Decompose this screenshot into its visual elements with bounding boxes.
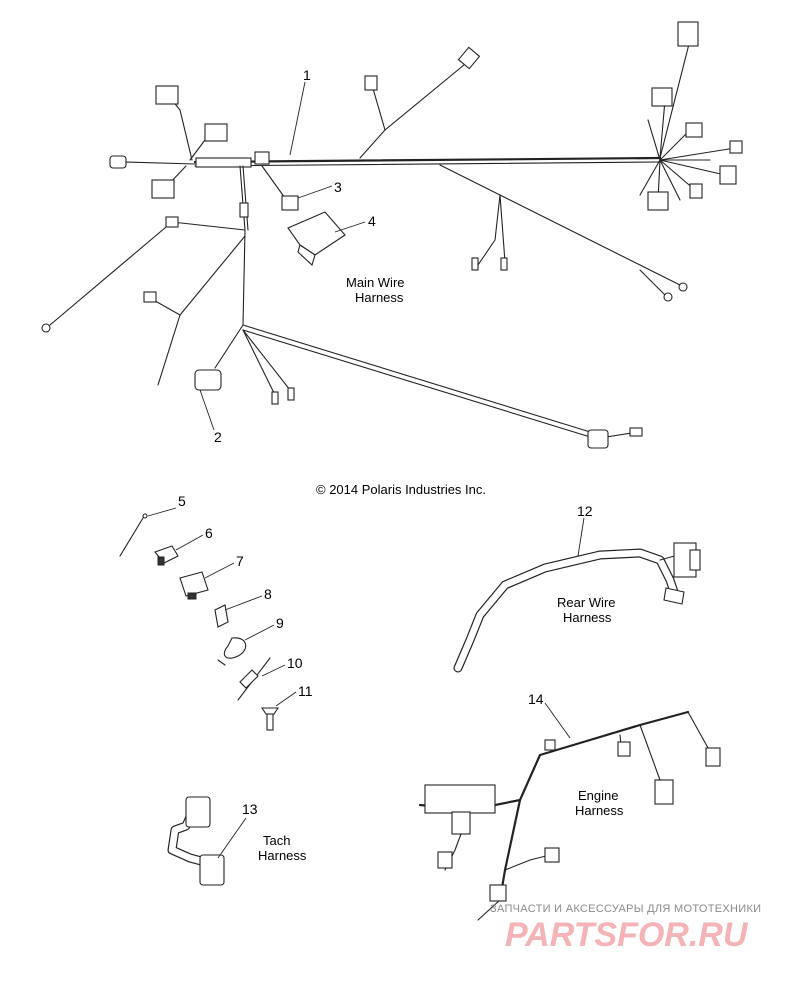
callout-8: 8: [264, 586, 272, 602]
watermark-brand: PARTSFOR.RU: [505, 916, 749, 954]
callout-numbers: 1 2 3 4 5 6 7 8 9 10 11 12 13 14: [178, 67, 593, 817]
callout-4: 4: [368, 213, 376, 229]
main-wire-harness: [41, 21, 743, 449]
rear-harness-label-line1: Rear Wire: [557, 595, 616, 610]
main-harness-label-line1: Main Wire: [346, 275, 405, 290]
callout-3: 3: [334, 179, 342, 195]
callout-6: 6: [205, 525, 213, 541]
callout-2: 2: [214, 429, 222, 445]
harness-labels: Main Wire Harness Rear Wire Harness Engi…: [258, 275, 624, 863]
tach-harness-label-line2: Harness: [258, 848, 307, 863]
engine-harness: [418, 710, 721, 921]
copyright-text: © 2014 Polaris Industries Inc.: [316, 482, 486, 497]
watermark-tagline: ЗАПЧАСТИ И АКСЕССУАРЫ ДЛЯ МОТОТЕХНИКИ: [490, 903, 761, 915]
leader-lines: [147, 81, 585, 859]
hardware-parts: [119, 513, 280, 731]
callout-1: 1: [303, 67, 311, 83]
callout-10: 10: [287, 655, 303, 671]
callout-5: 5: [178, 493, 186, 509]
rear-harness-label-line2: Harness: [563, 610, 612, 625]
callout-9: 9: [276, 615, 284, 631]
tach-harness-label-line1: Tach: [263, 833, 290, 848]
engine-harness-label-line2: Harness: [575, 803, 624, 818]
callout-11: 11: [298, 683, 313, 699]
callout-14: 14: [528, 691, 544, 707]
watermark: ЗАПЧАСТИ И АКСЕССУАРЫ ДЛЯ МОТОТЕХНИКИ PA…: [490, 903, 761, 954]
rear-wire-harness: [453, 542, 701, 673]
engine-harness-label-line1: Engine: [578, 788, 618, 803]
callout-13: 13: [242, 801, 258, 817]
tach-harness: [167, 796, 225, 886]
callout-7: 7: [236, 553, 244, 569]
main-harness-label-line2: Harness: [355, 290, 404, 305]
callout-12: 12: [577, 503, 593, 519]
